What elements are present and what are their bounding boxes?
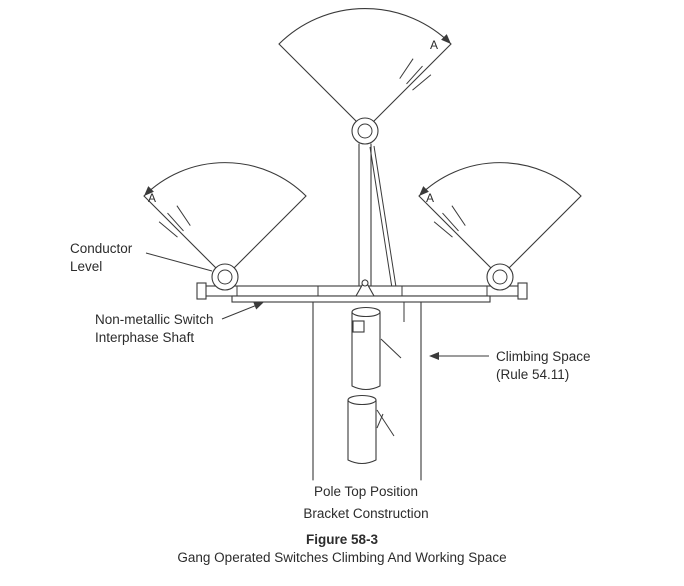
step-bolt (380, 338, 402, 359)
fan-arrowhead-top (441, 34, 451, 44)
arc-marker-left: A (148, 191, 156, 205)
blade-ticks-left (158, 205, 191, 238)
blade-ticks-right (433, 205, 466, 238)
switch-pivot-right (486, 263, 514, 291)
conductor-level-leader (145, 252, 213, 272)
switch-pivot-left-inner (217, 269, 233, 285)
pole-nameplate (352, 320, 365, 333)
climbing-space-label-line1: Climbing Space (496, 349, 591, 364)
figure-number: Figure 58-3 (306, 532, 379, 547)
interphase-shaft-leader-arrowhead (253, 302, 264, 310)
conductor-level-label-line2: Level (70, 259, 102, 274)
interphase-shaft-label-line2: Interphase Shaft (95, 330, 194, 345)
blade-tick (399, 58, 414, 79)
step-bolt (376, 413, 384, 429)
blade-tick (158, 221, 178, 238)
operating-rod (373, 145, 397, 288)
pole-top-ellipse (347, 394, 377, 406)
working-space-fan-right (418, 162, 582, 278)
blade-tick (442, 212, 459, 232)
pole-break-line (351, 385, 381, 390)
conductor-level-label-line1: Conductor (70, 241, 133, 256)
switch-pivot-top (351, 117, 379, 145)
climbing-space-leader-arrowhead (429, 352, 439, 360)
blade-tick (167, 212, 184, 232)
switch-pivot-right-inner (492, 269, 508, 285)
working-space-fan-left (143, 162, 307, 278)
arc-marker-top: A (430, 38, 438, 52)
pole-top-ellipse (351, 306, 381, 318)
pole-break-line (347, 459, 377, 464)
beam-end-plate-right (517, 282, 528, 300)
switch-pivot-top-inner (357, 123, 373, 139)
blade-ticks-top (399, 58, 432, 91)
pole-upper-section (351, 306, 402, 390)
blade-tick (433, 221, 453, 238)
interphase-shaft-label-line1: Non-metallic Switch (95, 312, 214, 327)
pole-top-label-line2: Bracket Construction (303, 506, 428, 521)
beam-end-plate-left (196, 282, 207, 300)
center-pivot (361, 279, 369, 287)
operating-rod (369, 146, 393, 289)
step-bolt (376, 409, 395, 437)
fan-arrowhead-right (419, 186, 429, 196)
pole-lower-section (347, 394, 395, 464)
blade-tick (406, 65, 423, 85)
climbing-space-label-line2: (Rule 54.11) (496, 367, 569, 382)
figure-caption: Gang Operated Switches Climbing And Work… (177, 550, 506, 565)
switch-pivot-left (211, 263, 239, 291)
blade-tick (451, 205, 466, 226)
pole-top-label-line1: Pole Top Position (314, 484, 418, 499)
blade-tick (176, 205, 191, 226)
fan-arrowhead-left (144, 186, 154, 196)
center-bracket (355, 278, 375, 297)
working-space-fan-top (278, 8, 452, 131)
arc-marker-right: A (426, 191, 434, 205)
interphase-shaft (231, 295, 491, 303)
blade-tick (412, 74, 432, 91)
